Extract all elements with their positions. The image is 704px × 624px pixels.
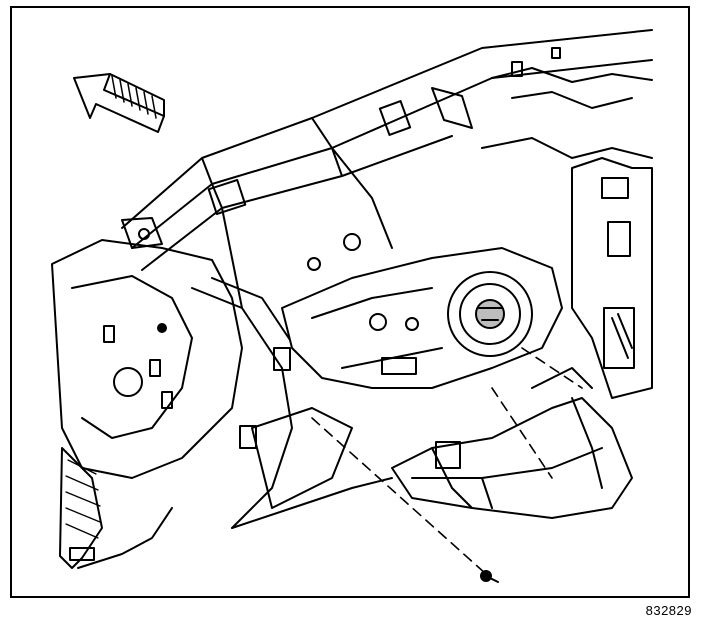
left-side-bracket — [51, 217, 243, 479]
center-support-frame — [191, 277, 393, 529]
ignition-lock-housing — [447, 271, 533, 357]
illustration-frame — [10, 6, 690, 598]
fastener-icon — [480, 570, 499, 583]
instrument-panel-diagram — [51, 29, 653, 583]
forward-arrow-icon — [73, 73, 165, 133]
lower-left-support — [59, 447, 173, 569]
instrument-panel-carrier-upper — [121, 29, 653, 309]
lower-trim-panel — [391, 367, 633, 519]
upper-right-bracket — [481, 47, 653, 399]
installation-guide-lines — [311, 347, 583, 575]
figure-number: 832829 — [645, 603, 692, 618]
